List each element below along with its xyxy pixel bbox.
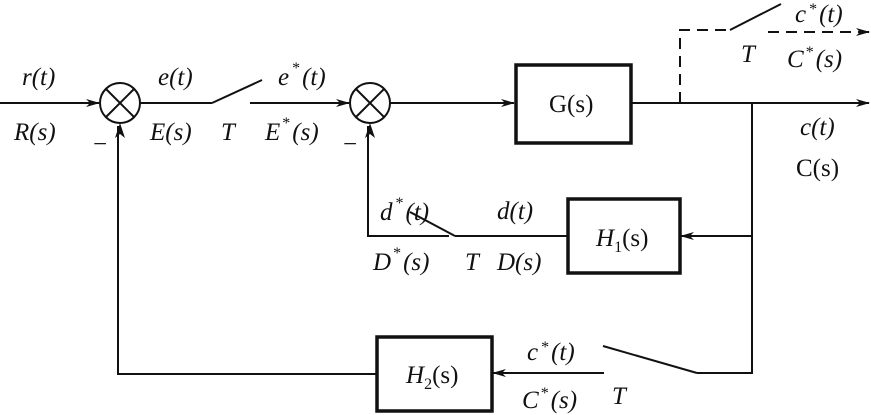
sampler-outer-period: T (612, 383, 628, 410)
sampled-error-time-label: e*(t) (278, 60, 326, 91)
sampler-inner-period: T (465, 249, 481, 276)
sum1-minus-sign: − (93, 131, 107, 158)
input-s-label: R(s) (13, 119, 56, 146)
output-s-label: C(s) (796, 155, 839, 182)
sampled-error-s-label: E*(s) (264, 115, 319, 146)
sampler-inner-switch (409, 211, 456, 237)
sampled-output-branch (679, 29, 730, 103)
summing-junction-2 (349, 82, 391, 124)
error-time-label: e(t) (158, 64, 193, 91)
sum2-feedback-arrowhead (365, 123, 375, 138)
sum2-minus-sign: − (343, 131, 357, 158)
inner-fb-s-label: D(s) (496, 249, 541, 276)
sampled-output-s-label: C*(s) (787, 44, 842, 73)
sampled-inner-fb-time-label: d*(t) (380, 195, 429, 226)
block-g (514, 63, 633, 145)
output-time-label: c(t) (800, 114, 835, 141)
sampled-inner-fb-s-label: D*(s) (372, 245, 429, 276)
block-g-label: G(s) (549, 91, 593, 118)
input-time-label: r(t) (22, 64, 55, 91)
sampler-error-period: T (221, 119, 237, 146)
h2-output-line (117, 126, 377, 375)
block-h1-label: H1(s) (595, 225, 648, 256)
sampled-output-time-label: c*(t) (795, 1, 843, 28)
sampler-output-switch (729, 3, 782, 31)
summing-junction-1 (99, 82, 141, 124)
block-h2-label: H2(s) (405, 362, 458, 393)
block-h1 (566, 197, 682, 275)
sampler-outer-switch (602, 345, 698, 374)
sum1-feedback-arrowhead (115, 123, 125, 138)
sampled-inner-fb-line (367, 126, 449, 237)
outer-fb-sampled-time-label: c*(t) (527, 339, 575, 366)
outer-fb-sampled-s-label: C*(s) (522, 385, 577, 414)
error-s-label: E(s) (149, 119, 192, 146)
sampler-error-switch (211, 79, 263, 104)
inner-fb-time-label: d(t) (497, 198, 533, 225)
sampler-output-period: T (741, 41, 757, 68)
